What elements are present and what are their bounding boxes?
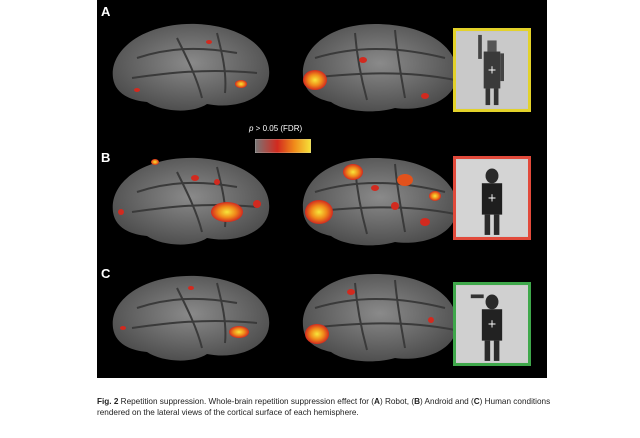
brain-right-c — [302, 274, 458, 362]
brain-left-a — [112, 23, 270, 111]
android-frame: + — [453, 156, 531, 240]
brain-left-b — [112, 157, 270, 245]
brain-right-b — [302, 158, 458, 246]
colorbar-label: p > 0.05 (FDR) — [249, 124, 303, 133]
human-photo: + — [456, 285, 528, 363]
figure-panel: A + p > 0.05 (FDR) — [97, 0, 547, 378]
robot-photo: + — [456, 31, 528, 109]
svg-text:+: + — [487, 64, 496, 77]
panel-label-c: C — [101, 266, 111, 281]
panel-label-b: B — [101, 150, 111, 165]
panel-label-a: A — [101, 4, 111, 19]
figure-caption: Fig. 2 Repetition suppression. Whole-bra… — [97, 397, 551, 417]
android-photo: + — [456, 159, 528, 237]
svg-text:+: + — [487, 192, 496, 205]
figure-label: Fig. 2 — [97, 397, 119, 406]
robot-frame: + — [453, 28, 531, 112]
brain-left-c — [112, 275, 270, 361]
colorbar — [255, 139, 311, 153]
svg-text:+: + — [487, 318, 496, 331]
brain-right-a — [302, 24, 458, 112]
human-frame: + — [453, 282, 531, 366]
